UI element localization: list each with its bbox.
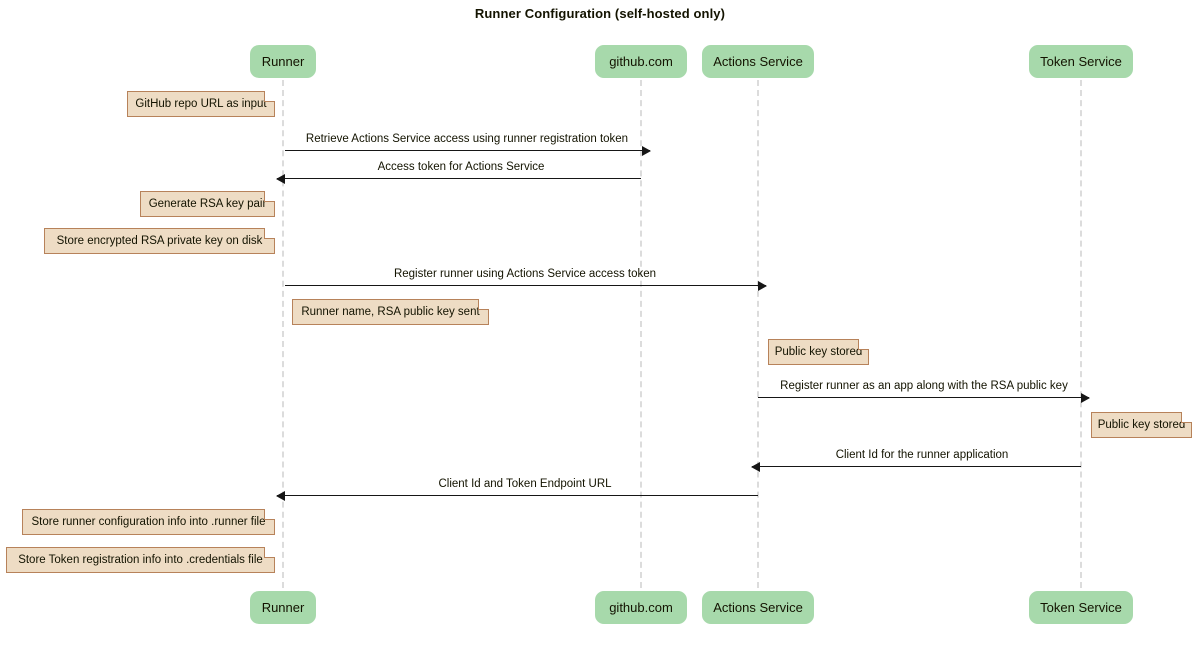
note-store-token-reg: Store Token registration info into .cred… bbox=[6, 547, 275, 573]
msg-register-runner-label: Register runner using Actions Service ac… bbox=[393, 268, 657, 280]
msg-client-id-line bbox=[751, 462, 1081, 472]
note-store-runner-config: Store runner configuration info into .ru… bbox=[22, 509, 275, 535]
arrowhead-icon bbox=[1081, 393, 1090, 403]
participant-label: Actions Service bbox=[713, 600, 803, 615]
participant-label: Actions Service bbox=[713, 54, 803, 69]
note-label: GitHub repo URL as input bbox=[135, 98, 267, 110]
note-fold-corner-icon bbox=[478, 299, 489, 310]
msg-register-app-token-line bbox=[758, 393, 1090, 403]
note-label: Public key stored bbox=[1097, 419, 1186, 431]
note-generate-rsa: Generate RSA key pair bbox=[140, 191, 275, 217]
participant-label: github.com bbox=[609, 54, 673, 69]
note-label: Store encrypted RSA private key on disk bbox=[56, 235, 263, 247]
note-label: Public key stored bbox=[774, 346, 863, 358]
arrowhead-icon bbox=[276, 491, 285, 501]
note-fold-corner-icon bbox=[264, 509, 275, 520]
note-store-private-key: Store encrypted RSA private key on disk bbox=[44, 228, 275, 254]
note-public-key-actions: Public key stored bbox=[768, 339, 869, 365]
msg-client-id-endpoint-label: Client Id and Token Endpoint URL bbox=[438, 478, 612, 490]
participant-actions-top[interactable]: Actions Service bbox=[702, 45, 814, 78]
note-runner-name-key: Runner name, RSA public key sent bbox=[292, 299, 489, 325]
diagram-title: Runner Configuration (self-hosted only) bbox=[474, 6, 726, 21]
participant-label: github.com bbox=[609, 600, 673, 615]
participant-label: Token Service bbox=[1040, 54, 1122, 69]
msg-access-token-label: Access token for Actions Service bbox=[377, 161, 545, 173]
participant-github-bottom[interactable]: github.com bbox=[595, 591, 687, 624]
msg-register-runner-line bbox=[285, 281, 767, 291]
note-github-repo-url: GitHub repo URL as input bbox=[127, 91, 275, 117]
participant-runner-bottom[interactable]: Runner bbox=[250, 591, 316, 624]
msg-retrieve-actions-access-line bbox=[285, 146, 651, 156]
lifeline-github bbox=[640, 80, 642, 588]
msg-retrieve-actions-access-label: Retrieve Actions Service access using ru… bbox=[305, 133, 629, 145]
note-fold-corner-icon bbox=[1181, 412, 1192, 423]
msg-client-id-label: Client Id for the runner application bbox=[835, 449, 1009, 461]
note-label: Store runner configuration info into .ru… bbox=[31, 516, 266, 528]
note-label: Runner name, RSA public key sent bbox=[301, 306, 480, 318]
participant-label: Runner bbox=[261, 54, 305, 69]
participant-actions-bottom[interactable]: Actions Service bbox=[702, 591, 814, 624]
msg-register-app-token-label: Register runner as an app along with the… bbox=[780, 380, 1068, 392]
participant-token-bottom[interactable]: Token Service bbox=[1029, 591, 1133, 624]
participant-label: Runner bbox=[261, 600, 305, 615]
lifeline-token bbox=[1080, 80, 1082, 588]
note-fold-corner-icon bbox=[264, 91, 275, 102]
note-fold-corner-icon bbox=[858, 339, 869, 350]
participant-label: Token Service bbox=[1040, 600, 1122, 615]
participant-github-top[interactable]: github.com bbox=[595, 45, 687, 78]
note-label: Store Token registration info into .cred… bbox=[18, 554, 263, 566]
participant-token-top[interactable]: Token Service bbox=[1029, 45, 1133, 78]
msg-access-token-line bbox=[276, 174, 641, 184]
note-label: Generate RSA key pair bbox=[148, 198, 267, 210]
msg-client-id-endpoint-line bbox=[276, 491, 758, 501]
participant-runner-top[interactable]: Runner bbox=[250, 45, 316, 78]
note-public-key-token: Public key stored bbox=[1091, 412, 1192, 438]
lifeline-actions bbox=[757, 80, 759, 588]
note-fold-corner-icon bbox=[264, 228, 275, 239]
arrowhead-icon bbox=[276, 174, 285, 184]
note-fold-corner-icon bbox=[264, 547, 275, 558]
arrowhead-icon bbox=[758, 281, 767, 291]
arrowhead-icon bbox=[642, 146, 651, 156]
note-fold-corner-icon bbox=[264, 191, 275, 202]
arrowhead-icon bbox=[751, 462, 760, 472]
lifeline-runner bbox=[282, 80, 284, 588]
